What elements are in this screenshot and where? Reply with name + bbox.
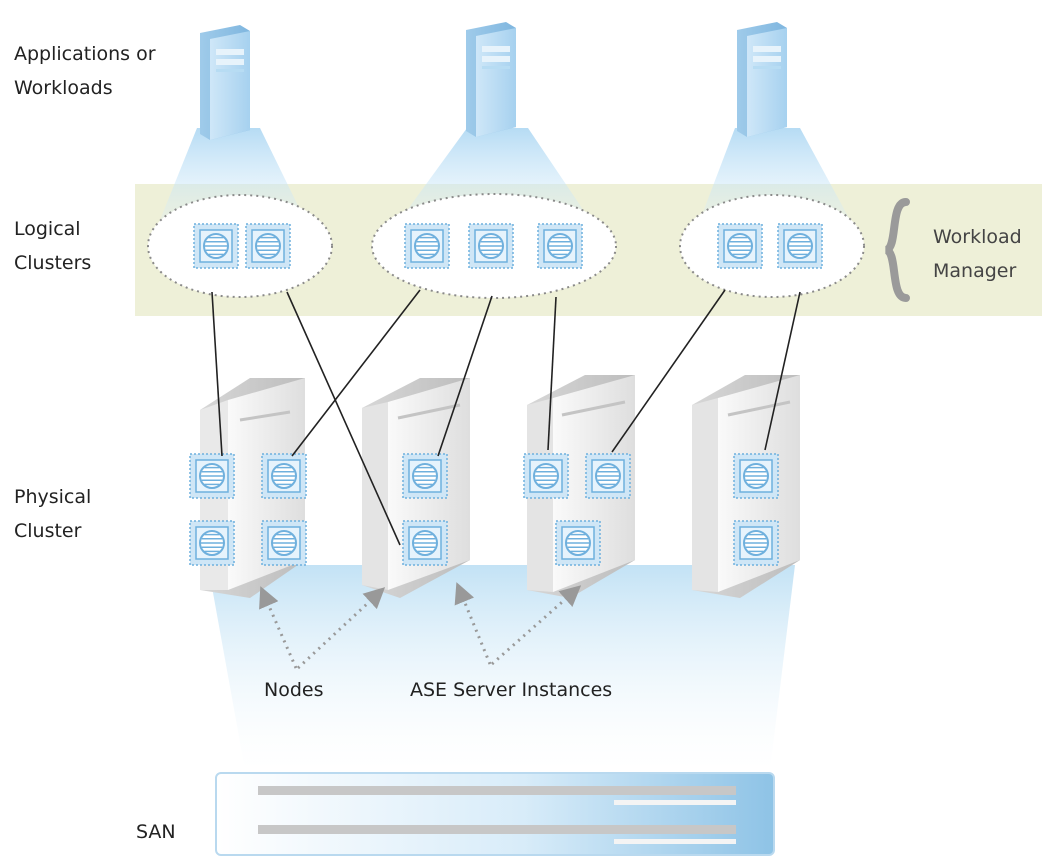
cluster-connector-line [764,291,801,451]
logical-instance-icon [777,223,823,269]
cluster-connector-line [437,295,493,457]
nodes-arrow-right [296,587,386,670]
application-server [466,22,516,137]
application-server [737,22,787,137]
physical-instance-icon [189,520,235,566]
logical-instance-icon [717,223,763,269]
logical-cluster-3 [679,194,865,298]
san-light-beam [208,565,795,770]
instances-arrow-right [491,585,582,666]
cluster-connector-line [291,289,421,457]
logical-instance-icon [245,223,291,269]
logical-instance-icon [404,223,450,269]
physical-instance-icon [402,520,448,566]
logical-instance-icon [193,223,239,269]
instances-arrow-left [454,582,492,665]
connectors-layer [211,289,801,546]
cluster-connector-line [286,291,401,546]
physical-instance-icon [261,520,307,566]
nodes-arrow-left [259,586,298,669]
physical-instance-icon [733,520,779,566]
cluster-connector-line [547,296,557,451]
physical-instance-icon [585,453,631,499]
cluster-connector-line [611,289,726,453]
physical-instance-icon [523,453,569,499]
physical-instance-icon [189,453,235,499]
cluster-connector-line [211,291,223,457]
physical-instance-icon [733,453,779,499]
workload-manager-bracket [883,198,910,302]
logical-instance-icon [468,223,514,269]
physical-instance-icon [261,453,307,499]
san-storage [215,772,775,856]
physical-instance-icon [402,453,448,499]
application-server [200,25,250,140]
annotation-arrows [259,582,582,670]
physical-instance-icon [555,520,601,566]
logical-cluster-1 [147,194,333,298]
logical-instance-icon [537,223,583,269]
ase-instances-layer [189,223,823,566]
